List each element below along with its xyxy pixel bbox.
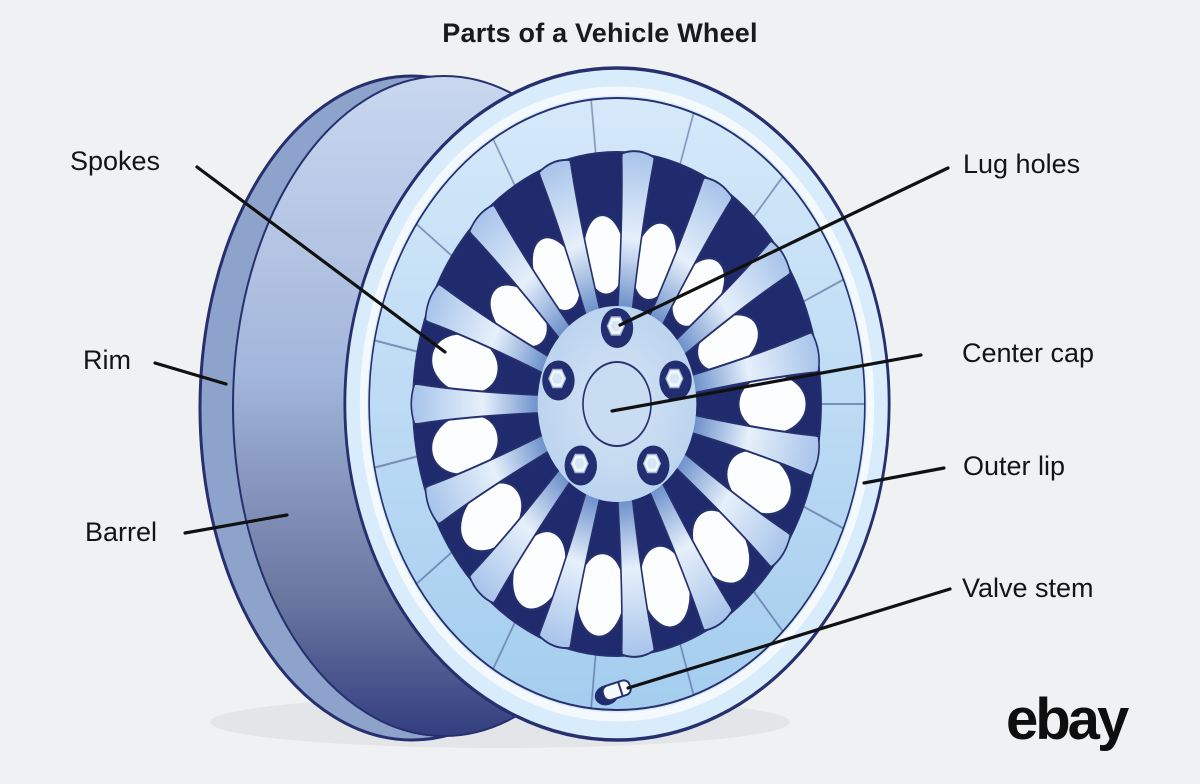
label-spokes: Spokes	[70, 146, 161, 176]
valve-stem-leader-line	[626, 587, 952, 690]
label-lug-holes: Lug holes	[963, 149, 1081, 179]
center-cap-leader-line	[610, 353, 923, 413]
center-cap-shape	[582, 361, 652, 447]
outer-lip-leader-line	[862, 466, 946, 485]
label-barrel: Barrel	[85, 517, 158, 547]
bead-segments	[374, 99, 865, 709]
spokes-leader-line	[195, 165, 447, 354]
ebay-logo: ebay	[1006, 687, 1129, 752]
rim-leader-line	[153, 361, 228, 386]
lug-holes-group	[542, 308, 692, 486]
diagram-title: Parts of a Vehicle Wheel	[442, 18, 758, 48]
label-outer-lip: Outer lip	[963, 451, 1066, 481]
label-rim: Rim	[83, 345, 131, 375]
spokes-group	[410, 150, 820, 658]
barrel-leader-line	[183, 513, 289, 535]
lug-holes-leader-line	[618, 166, 950, 327]
label-valve-stem: Valve stem	[962, 573, 1094, 603]
wheel-face	[343, 66, 891, 742]
label-center-cap: Center cap	[962, 338, 1095, 368]
